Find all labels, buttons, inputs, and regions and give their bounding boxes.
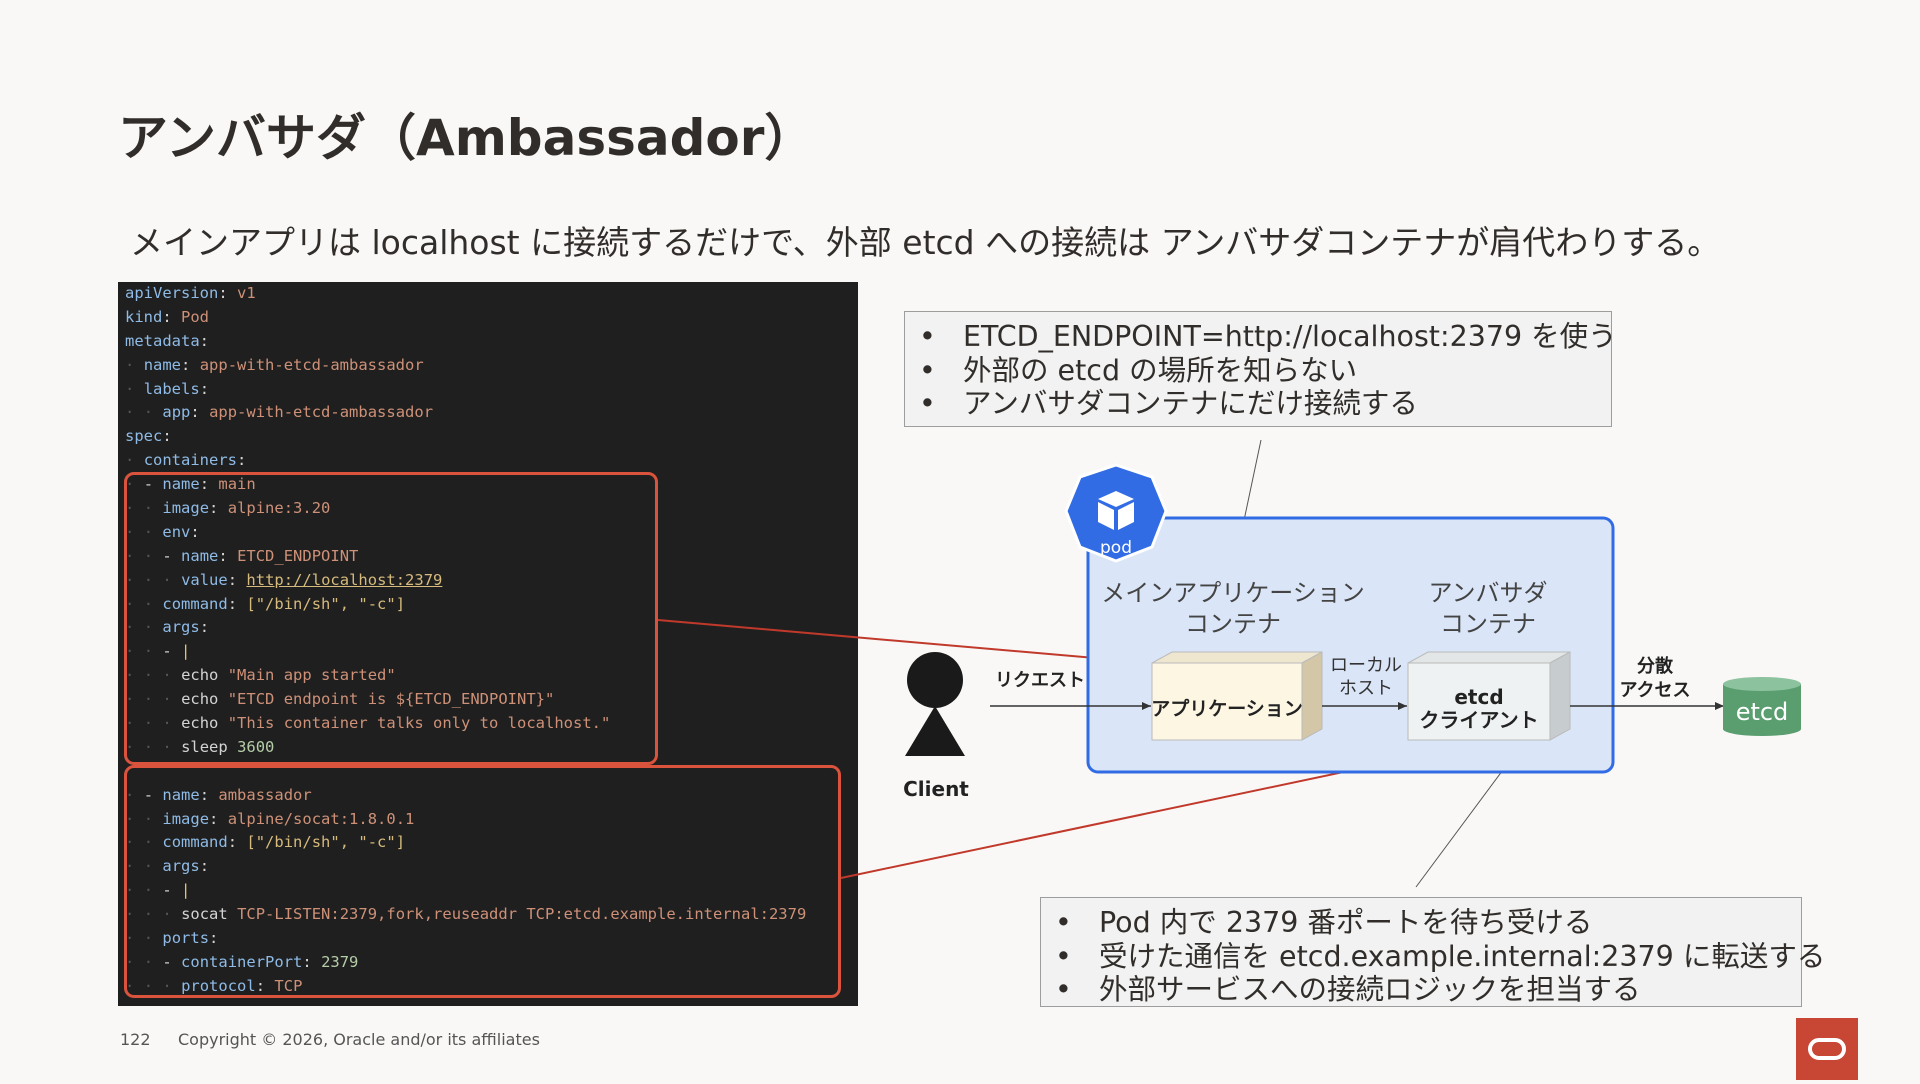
code-line: · containers: — [125, 451, 247, 470]
client-person-icon — [905, 652, 965, 756]
application-box: アプリケーション — [1151, 651, 1323, 741]
ambassador-container-highlight — [124, 765, 841, 998]
application-box-label: アプリケーション — [1151, 697, 1303, 720]
localhost-label-1: ローカル — [1330, 655, 1402, 676]
code-line: · - name: ambassador — [125, 785, 312, 804]
code-lines: apiVersion: v1 kind: Pod metadata: · name: … — [118, 282, 858, 999]
distributed-label-2: アクセス — [1619, 680, 1690, 701]
client-label: Client — [903, 777, 969, 801]
main-callout-item: 外部の etcd の場所を知らない — [905, 354, 1611, 388]
code-line: · · - name: ETCD_ENDPOINT — [125, 546, 359, 565]
etcd-database-icon: etcd — [1723, 677, 1801, 736]
main-connector-line — [657, 619, 1153, 664]
code-line: · · · echo "This container talks only to… — [125, 714, 611, 733]
code-line: spec: — [125, 427, 172, 446]
main-container-label-1: メインアプリケーション — [1101, 579, 1365, 607]
code-line: · · command: ["/bin/sh", "-c"] — [125, 594, 406, 613]
localhost-label-2: ホスト — [1339, 678, 1393, 699]
code-line: · · image: alpine:3.20 — [125, 499, 331, 518]
main-container-callout: ETCD_ENDPOINT=http://localhost:2379 を使う外… — [904, 311, 1617, 427]
main-callout-item: ETCD_ENDPOINT=http://localhost:2379 を使う — [905, 320, 1617, 354]
etcd-client-label-2: クライアント — [1419, 708, 1538, 732]
code-line: · · - | — [125, 642, 191, 661]
yaml-code-panel: apiVersion: v1 kind: Pod metadata: · name: … — [118, 282, 858, 1006]
code-line: · · args: — [125, 618, 210, 637]
code-line: · · · echo "Main app started" — [125, 666, 396, 685]
etcd-database-label: etcd — [1736, 698, 1789, 726]
code-line: · · · echo "ETCD endpoint is ${ETCD_ENDP… — [125, 690, 555, 709]
code-line: kind: Pod — [125, 307, 210, 326]
code-line: · · · value: http://localhost:2379 — [125, 570, 443, 589]
pod-icon: pod — [1064, 463, 1168, 563]
code-line: apiVersion: v1 — [125, 284, 256, 302]
distributed-label-1: 分散 — [1637, 655, 1674, 677]
code-line: · labels: — [125, 379, 210, 398]
main-container-label-2: コンテナ — [1185, 610, 1281, 638]
ambassador-callout-item: 外部サービスへの接続ロジックを担当する — [1041, 973, 1801, 1007]
code-line: · · - | — [125, 881, 191, 900]
code-line: · · app: app-with-etcd-ambassador — [125, 403, 434, 422]
code-line: · · - containerPort: 2379 — [125, 952, 359, 971]
code-line: · · · protocol: TCP — [125, 976, 303, 995]
main-container-highlight — [124, 472, 658, 765]
copyright-text: Copyright © 2026, Oracle and/or its affi… — [178, 1030, 540, 1049]
code-line: · · command: ["/bin/sh", "-c"] — [125, 833, 406, 852]
code-line: · name: app-with-etcd-ambassador — [125, 355, 424, 374]
ambassador-callout-item: Pod 内で 2379 番ポートを待ち受ける — [1041, 906, 1801, 940]
pod-label: pod — [1100, 538, 1132, 558]
ambassador-label-1: アンバサダ — [1428, 579, 1547, 607]
code-line: · · · socat TCP-LISTEN:2379,fork,reusead… — [125, 905, 807, 924]
code-line: · · image: alpine/socat:1.8.0.1 — [125, 809, 415, 828]
ambassador-label-2: コンテナ — [1440, 610, 1536, 638]
code-line: · · args: — [125, 857, 210, 876]
code-line: · · · sleep 3600 — [125, 737, 275, 756]
oracle-logo — [1796, 1018, 1858, 1080]
page-number: 122 — [120, 1030, 151, 1049]
request-label: リクエスト — [995, 670, 1085, 691]
etcd-client-box: etcd クライアント — [1407, 651, 1571, 741]
etcd-client-label-1: etcd — [1454, 685, 1503, 709]
ambassador-callout: Pod 内で 2379 番ポートを待ち受ける受けた通信を etcd.exampl… — [1040, 897, 1825, 1007]
code-line: · · env: — [125, 522, 200, 541]
code-line: · · ports: — [125, 929, 219, 948]
code-line: · - name: main — [125, 475, 256, 494]
main-callout-item: アンバサダコンテナにだけ接続する — [905, 387, 1611, 421]
page-subtitle: メインアプリは localhost に接続するだけで、外部 etcd への接続は… — [130, 223, 1721, 262]
ambassador-callout-item: 受けた通信を etcd.example.internal:2379 に転送する — [1041, 940, 1825, 974]
ambassador-callout-pointer — [1415, 750, 1518, 888]
code-line: metadata: — [125, 331, 209, 350]
page-title: アンバサダ（Ambassador） — [118, 109, 815, 167]
